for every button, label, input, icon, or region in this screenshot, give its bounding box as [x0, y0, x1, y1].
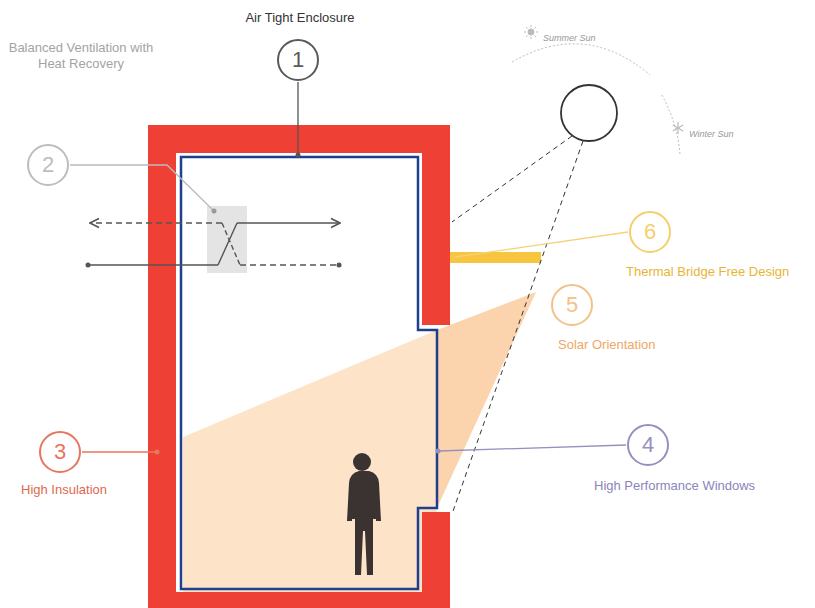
- leader-line: [297, 82, 298, 153]
- air-dot: [337, 263, 342, 268]
- callout-number: 3: [41, 433, 79, 471]
- sun-ray: [452, 141, 583, 514]
- summer-sun-icon: [524, 25, 538, 39]
- airtight-line: [181, 157, 437, 589]
- sunlight-beam: [437, 292, 536, 508]
- callout-circle: 3High Insulation: [39, 431, 81, 473]
- insulation-wall: [148, 125, 450, 608]
- sunlight-floor: [183, 330, 437, 592]
- air-dot: [86, 263, 91, 268]
- leader-dot: [451, 255, 456, 260]
- overhang-shade: [450, 252, 541, 263]
- leader-dot: [436, 449, 441, 454]
- callout-number: 2: [29, 146, 67, 184]
- callout-circle: 4High Performance Windows: [627, 424, 669, 466]
- callout-number: 6: [631, 213, 669, 251]
- sun-circle: [561, 85, 617, 141]
- leader-line: [455, 232, 628, 257]
- leader-line: [82, 451, 156, 452]
- person-silhouette: [347, 453, 381, 575]
- callout-heading: High Performance Windows: [594, 478, 809, 494]
- heat-recovery-unit: [207, 206, 247, 273]
- callout-heading: Thermal Bridge Free Design: [626, 264, 811, 280]
- callout-heading: High Insulation: [4, 482, 124, 498]
- callout-circle: 5Solar Orientation: [551, 284, 593, 326]
- leader-line: [439, 445, 626, 451]
- sun-path: [512, 44, 650, 75]
- callout-circle: Balanced Ventilation with Heat Recovery2: [27, 144, 69, 186]
- extract-air: [240, 264, 338, 265]
- sun-label: Winter Sun: [689, 129, 733, 139]
- leader-dot: [155, 450, 160, 455]
- exchange-line: [222, 223, 240, 265]
- callout-number: 1: [279, 41, 317, 79]
- leader-dot: [296, 153, 301, 158]
- sun-ray: [452, 136, 572, 222]
- callout-number: 4: [629, 426, 667, 464]
- callout-circle: 6Thermal Bridge Free Design: [629, 211, 671, 253]
- leader-line: [70, 165, 214, 211]
- supply-air: [237, 222, 340, 223]
- fresh-air: [88, 264, 218, 265]
- callout-heading: Solar Orientation: [558, 337, 708, 353]
- exchange-line: [218, 223, 237, 265]
- callout-heading: Air Tight Enclosure: [200, 10, 400, 26]
- winter-snow-icon: [673, 122, 683, 134]
- sun-path: [662, 95, 680, 155]
- callout-number: 5: [553, 286, 591, 324]
- exhaust-air: [90, 222, 222, 223]
- callout-heading: Balanced Ventilation with Heat Recovery: [6, 40, 156, 72]
- leader-dot: [212, 209, 217, 214]
- sun-label: Summer Sun: [543, 33, 596, 43]
- callout-circle: Air Tight Enclosure1: [277, 39, 319, 81]
